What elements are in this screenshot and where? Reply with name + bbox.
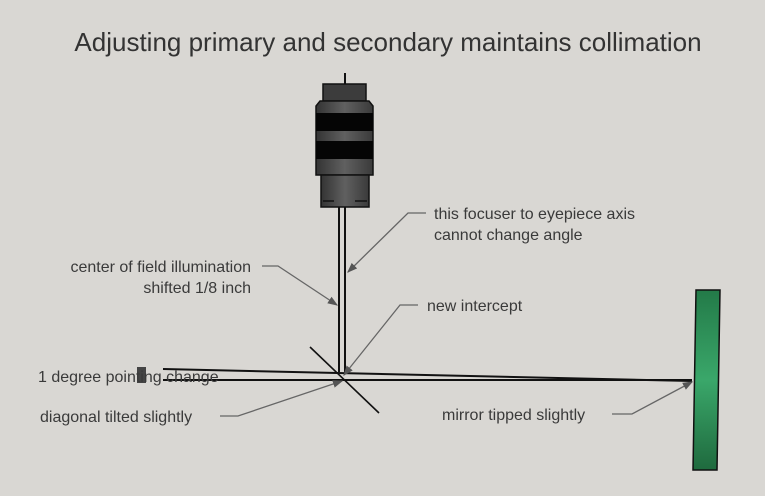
label-focuser-axis-line1: this focuser to eyepiece axis <box>434 206 635 223</box>
pointing-change-marker <box>137 367 146 383</box>
label-diagonal: diagonal tilted slightly <box>40 409 192 426</box>
leader-mirror <box>612 381 694 415</box>
leader-focuser-axis <box>347 212 426 273</box>
leader-new-intercept <box>343 304 418 377</box>
label-new-intercept: new intercept <box>427 298 523 315</box>
leader-diagonal <box>220 380 344 417</box>
focuser-axis <box>338 207 346 374</box>
primary-mirror <box>692 289 721 471</box>
leader-center-field <box>262 265 339 306</box>
eyepiece <box>315 73 374 208</box>
label-mirror: mirror tipped slightly <box>442 407 585 424</box>
label-center-field-line2: shifted 1/8 inch <box>143 280 251 297</box>
light-beams <box>162 368 693 382</box>
label-center-field-line1: center of field illumination <box>70 259 251 276</box>
diagram-title: Adjusting primary and secondary maintain… <box>74 27 701 57</box>
label-pointing-change: 1 degree pointing change <box>38 369 219 386</box>
label-focuser-axis-line2: cannot change angle <box>434 227 583 244</box>
